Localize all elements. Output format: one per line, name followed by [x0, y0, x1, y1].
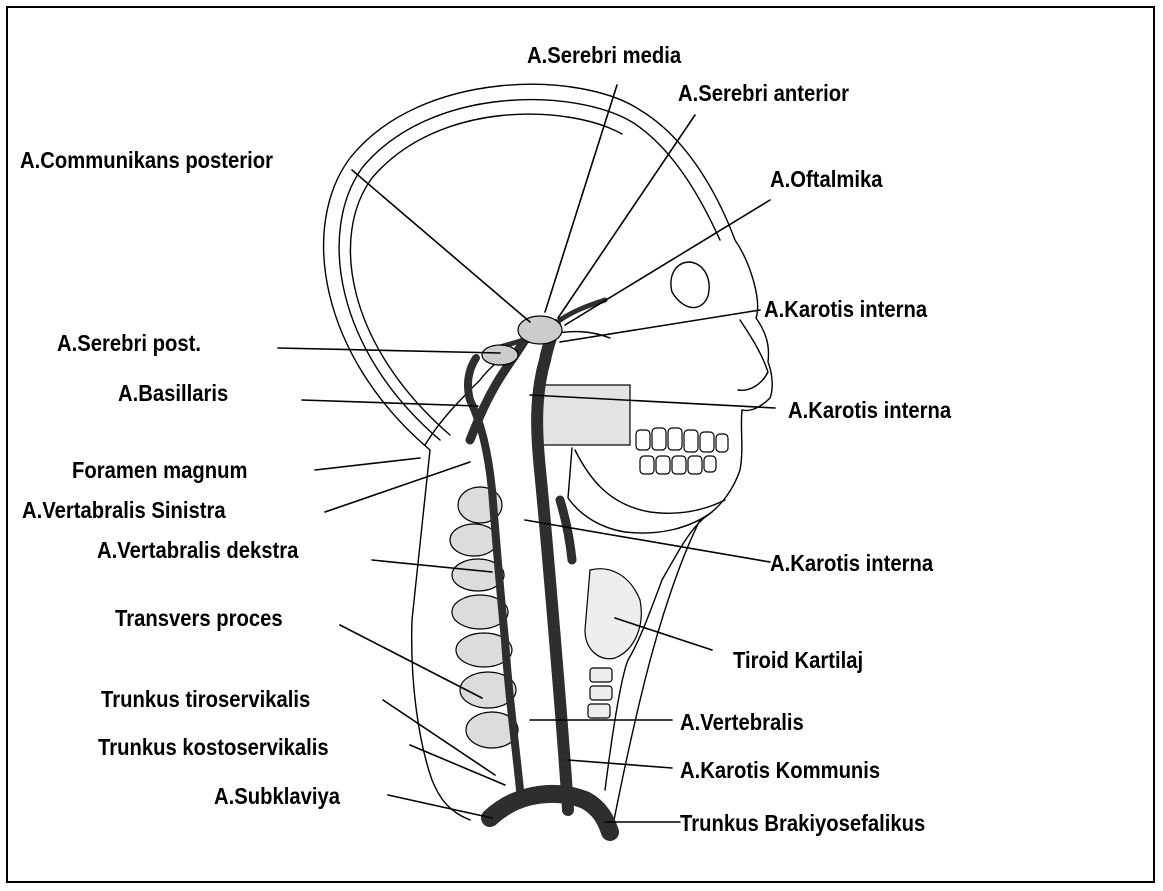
label-basillaris: A.Basillaris [118, 380, 228, 406]
label-vertebralis: A.Vertebralis [680, 709, 804, 735]
skull-inner-line [339, 100, 720, 440]
label-karotis-kommunis: A.Karotis Kommunis [680, 757, 880, 783]
label-karotis-interna-3: A.Karotis interna [770, 550, 933, 576]
eye-orbit [671, 262, 709, 308]
label-serebri-media: A.Serebri media [527, 42, 681, 68]
label-communikans-posterior: A.Communikans posterior [20, 147, 273, 173]
label-tiroid-kartilaj: Tiroid Kartilaj [733, 647, 863, 673]
label-foramen-magnum: Foramen magnum [72, 457, 247, 483]
label-oftalmika: A.Oftalmika [770, 166, 882, 192]
subclavian-artery [490, 794, 610, 832]
label-vertabralis-sinistra: A.Vertabralis Sinistra [22, 497, 226, 523]
label-transvers-proces: Transvers proces [115, 605, 283, 631]
label-vertabralis-dekstra: A.Vertabralis dekstra [97, 537, 298, 563]
middle-cerebral-artery [560, 300, 605, 320]
label-karotis-interna-1: A.Karotis interna [764, 296, 927, 322]
label-subklaviya: A.Subklaviya [214, 783, 340, 809]
label-trunkus-kostoservikalis: Trunkus kostoservikalis [98, 734, 329, 760]
label-trunkus-tiroservikalis: Trunkus tiroservikalis [101, 686, 310, 712]
label-karotis-interna-2: A.Karotis interna [788, 397, 951, 423]
label-serebri-post: A.Serebri post. [57, 330, 201, 356]
external-carotid-artery [560, 500, 572, 560]
label-trunkus-brakiyosefalikus: Trunkus Brakiyosefalikus [680, 810, 925, 836]
label-serebri-anterior: A.Serebri anterior [678, 80, 849, 106]
neck-front [612, 520, 700, 830]
